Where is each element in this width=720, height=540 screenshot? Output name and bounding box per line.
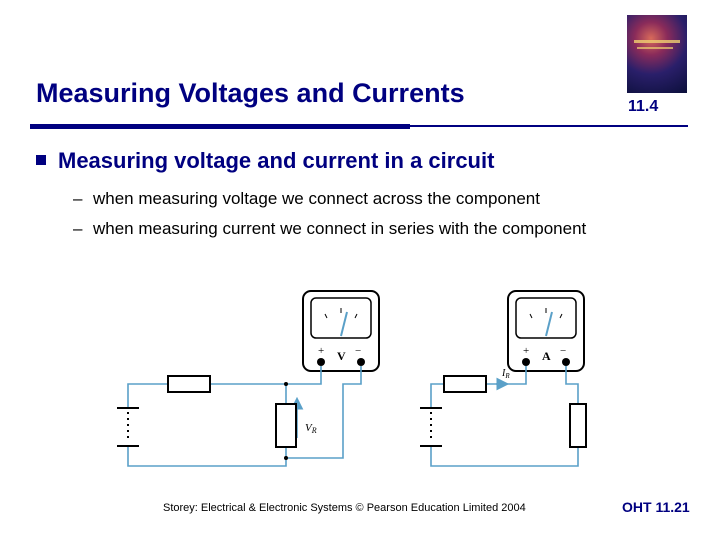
ammeter-plus: + (523, 345, 529, 357)
ammeter-minus: − (560, 345, 566, 357)
title-rule-thin (410, 125, 688, 127)
slide-title: Measuring Voltages and Currents (36, 78, 465, 108)
square-bullet-icon (36, 155, 46, 166)
main-bullet-text: Measuring voltage and current in a circu… (58, 148, 495, 173)
sub-bullet-voltage: –when measuring voltage we connect acros… (73, 189, 540, 209)
sub-bullet-text: when measuring voltage we connect across… (93, 189, 540, 208)
sub-bullet-text: when measuring current we connect in ser… (93, 219, 587, 238)
main-bullet: Measuring voltage and current in a circu… (36, 148, 494, 174)
voltmeter: + − V (302, 290, 380, 372)
dash-marker: – (73, 219, 83, 238)
page-reference: OHT 11.21 (622, 499, 690, 515)
vr-label: VR (305, 422, 317, 435)
ammeter-unit: A (542, 349, 551, 363)
ammeter: + − A (507, 290, 585, 372)
title-rule-thick (30, 124, 410, 129)
book-cover-thumbnail (627, 15, 687, 93)
voltmeter-unit: V (337, 349, 346, 363)
voltmeter-plus: + (318, 345, 324, 357)
voltmeter-circuit: + − V VR (117, 290, 380, 467)
ir-label: IR (501, 368, 510, 380)
sub-bullet-current: –when measuring current we connect in se… (73, 219, 586, 239)
footer-credit: Storey: Electrical & Electronic Systems … (163, 502, 526, 514)
voltmeter-minus: − (355, 345, 361, 357)
section-number: 11.4 (628, 98, 659, 115)
ammeter-circuit: + − A IR (420, 290, 587, 467)
dash-marker: – (73, 189, 83, 208)
